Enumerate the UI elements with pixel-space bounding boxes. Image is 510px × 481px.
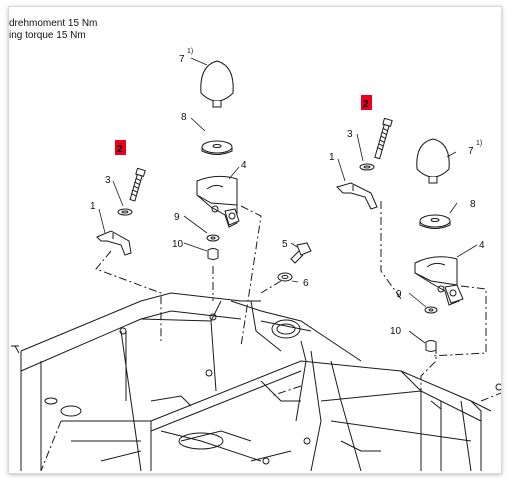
torque-note-line-1: drehmoment 15 Nm [9,18,98,29]
label-3-right: 3 [347,129,353,140]
label-2-right: 2 [363,99,369,110]
label-2-left: 2 [117,144,123,155]
label-10-right: 10 [390,326,402,337]
label-7-left-footnote: 1) [187,48,193,55]
label-4-right: 4 [479,240,485,251]
highlight-box-right [361,95,372,110]
label-8-left: 8 [181,112,187,123]
label-3-left: 3 [105,175,111,186]
label-9-right: 9 [396,289,402,300]
leader-lines [11,201,501,472]
left-buffer-assembly [96,60,240,260]
label-1-left: 1 [90,201,96,212]
torque-note-line-2: ing torque 15 Nm [9,30,86,41]
label-10-left: 10 [172,239,184,250]
exploded-parts-diagram: 7 1) 8 4 2 3 1 9 10 5 6 2 3 1 7 1) 8 4 9… [11,48,501,472]
label-6: 6 [303,278,309,289]
label-1-right: 1 [329,152,335,163]
label-7-left: 7 [179,54,185,65]
label-5: 5 [282,239,288,250]
label-4-left: 4 [241,160,247,171]
label-7-right-footnote: 1) [476,140,482,147]
machine-frame [14,292,501,472]
label-7-right: 7 [468,146,474,157]
label-9-left: 9 [174,212,180,223]
middle-bolt-washer [277,242,312,282]
right-buffer-assembly [336,117,464,352]
label-8-right: 8 [470,199,476,210]
label-leaders [98,57,478,344]
highlight-box-left [115,140,126,155]
